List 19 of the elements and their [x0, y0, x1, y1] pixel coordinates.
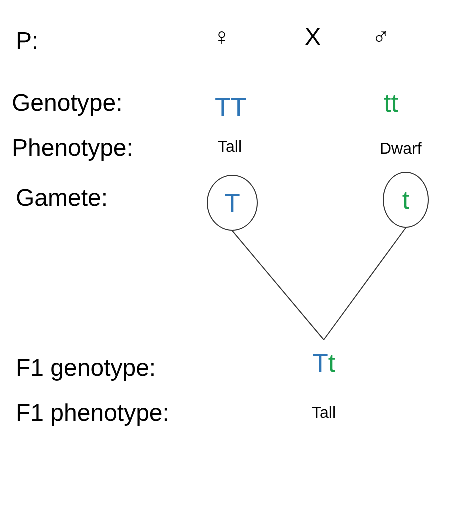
genotype-text: tt [384, 90, 398, 116]
gamete-circle: t [383, 172, 429, 228]
female-symbol: ♀ [213, 26, 231, 50]
phenotype-text: Dwarf [380, 142, 422, 158]
row-heading: P: [16, 30, 39, 54]
connector-line [324, 228, 406, 340]
connector-line [232, 230, 324, 340]
phenotype-text: Tall [218, 140, 242, 156]
phenotype-text: Tall [312, 406, 336, 422]
row-heading: F1 phenotype: [16, 402, 170, 426]
row-heading: F1 genotype: [16, 357, 156, 381]
row-heading: Gamete: [16, 187, 108, 211]
male-symbol: ♂ [372, 26, 390, 50]
cross-symbol: X [305, 26, 322, 50]
offspring-genotype: Tt [302, 340, 346, 376]
genotype-text: TT [215, 94, 247, 120]
gamete-circle: T [207, 175, 258, 231]
row-heading: Genotype: [12, 92, 123, 116]
row-heading: Phenotype: [12, 137, 134, 161]
